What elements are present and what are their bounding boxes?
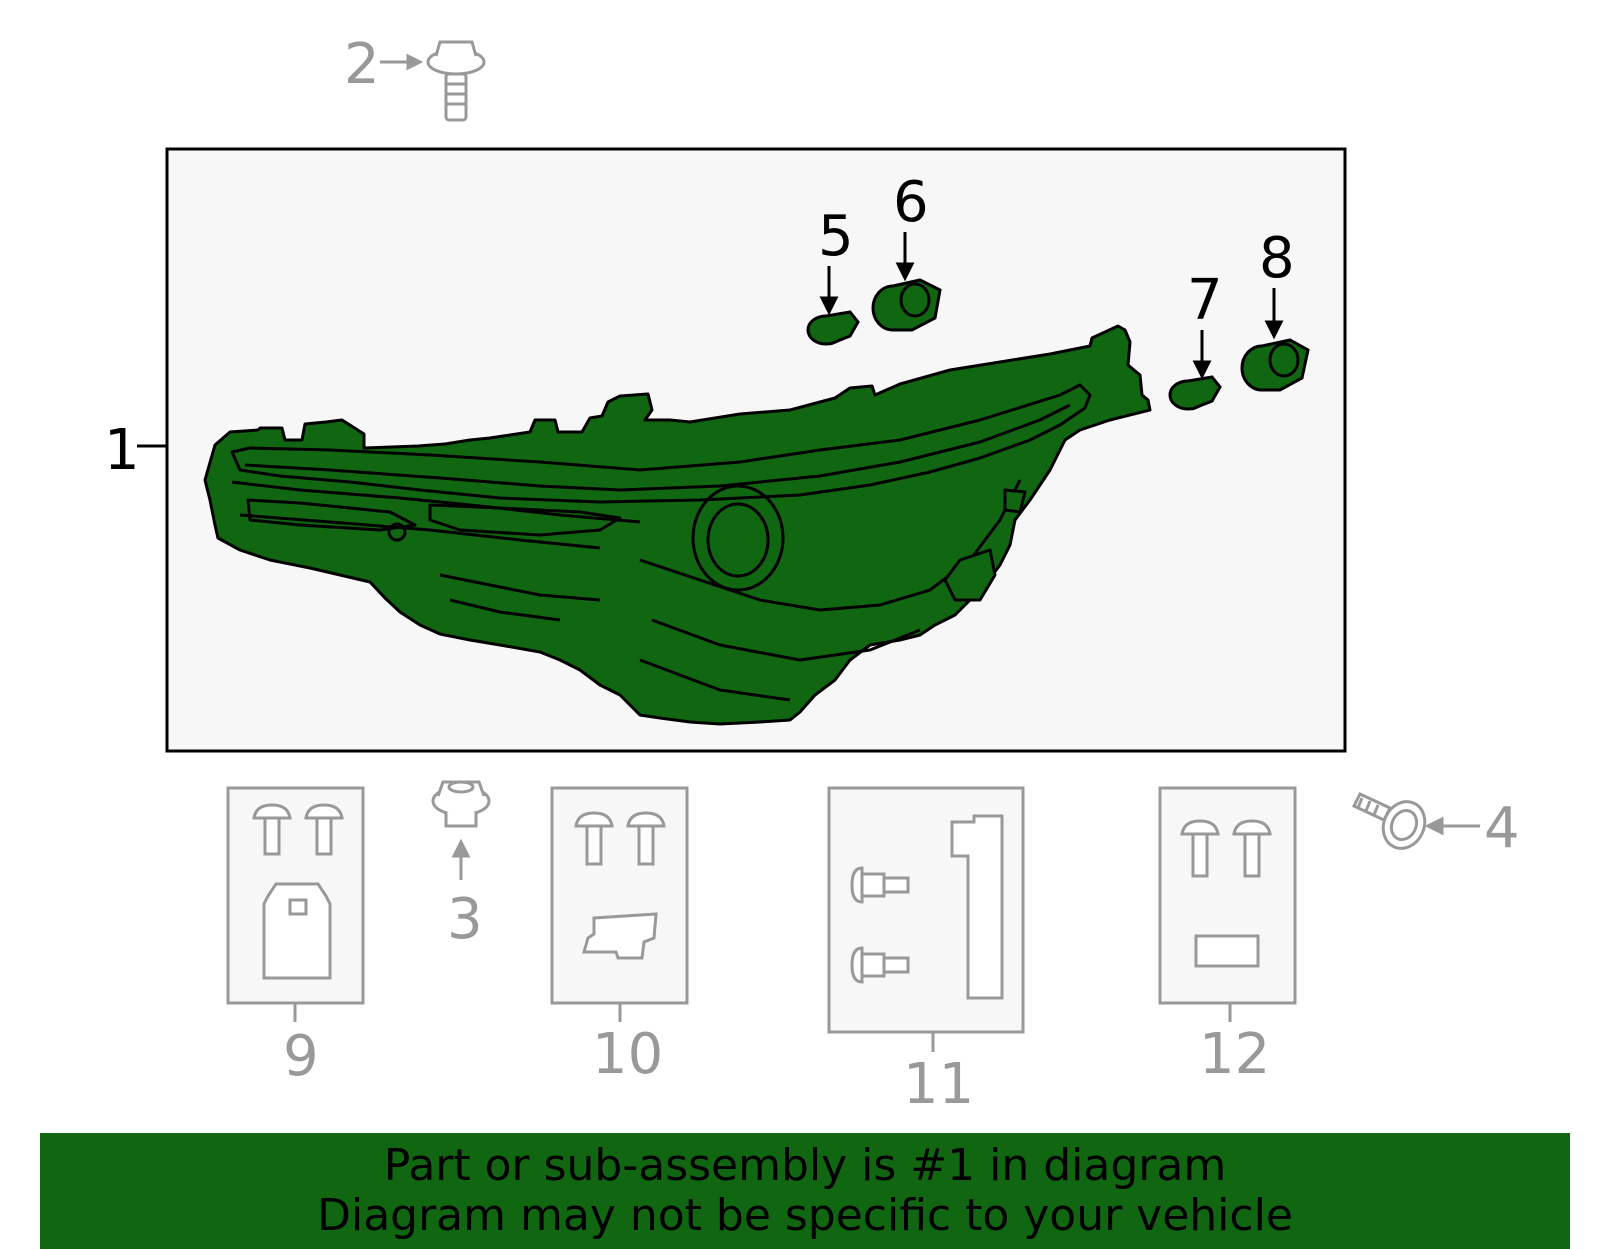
callout-6[interactable]: 6 bbox=[893, 170, 929, 235]
banner-line-2: Diagram may not be specific to your vehi… bbox=[317, 1190, 1293, 1241]
headlamp-assembly-icon[interactable] bbox=[203, 324, 1152, 726]
screw-icon[interactable] bbox=[1351, 792, 1480, 855]
socket-8-icon[interactable] bbox=[1240, 288, 1310, 392]
callout-11[interactable]: 11 bbox=[903, 1052, 974, 1117]
repair-kit-9-icon[interactable] bbox=[226, 786, 365, 1022]
callout-1[interactable]: 1 bbox=[104, 418, 140, 483]
callout-8[interactable]: 8 bbox=[1259, 226, 1295, 291]
socket-6-icon[interactable] bbox=[871, 232, 942, 332]
banner-line-1: Part or sub-assembly is #1 in diagram bbox=[383, 1140, 1227, 1191]
callout-7[interactable]: 7 bbox=[1187, 268, 1223, 333]
repair-kit-12-icon[interactable] bbox=[1158, 786, 1297, 1022]
callout-2[interactable]: 2 bbox=[344, 32, 380, 97]
clip-nut-icon[interactable] bbox=[431, 780, 491, 880]
callout-3[interactable]: 3 bbox=[447, 887, 483, 952]
repair-kit-11-icon[interactable] bbox=[827, 786, 1025, 1052]
repair-kit-10-icon[interactable] bbox=[550, 786, 689, 1022]
info-banner: Part or sub-assembly is #1 in diagram Di… bbox=[40, 1133, 1570, 1249]
callout-4[interactable]: 4 bbox=[1484, 796, 1520, 861]
callout-10[interactable]: 10 bbox=[592, 1022, 663, 1087]
bolt-icon[interactable] bbox=[380, 40, 486, 122]
callout-5[interactable]: 5 bbox=[818, 204, 854, 269]
bulb-7-icon[interactable] bbox=[1168, 330, 1222, 411]
callout-9[interactable]: 9 bbox=[283, 1024, 319, 1089]
bulb-5-icon[interactable] bbox=[806, 266, 860, 346]
callout-12[interactable]: 12 bbox=[1199, 1022, 1270, 1087]
